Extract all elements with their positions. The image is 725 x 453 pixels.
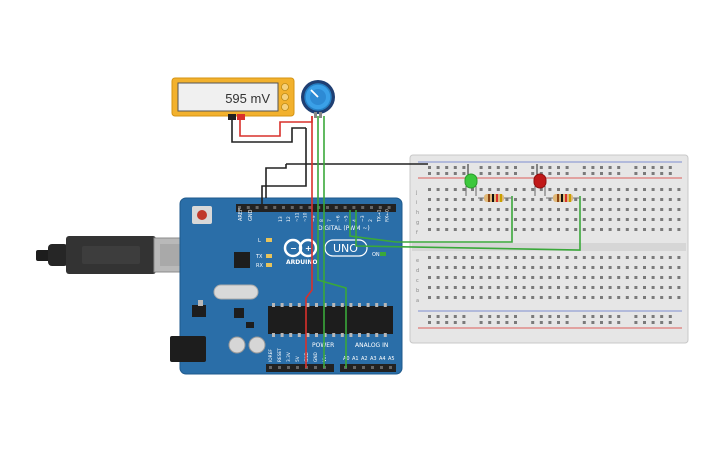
regulator xyxy=(192,305,206,317)
analog-pin-label: A1 xyxy=(352,356,359,362)
svg-text:a: a xyxy=(416,298,419,304)
gnd-label: GND xyxy=(248,209,254,221)
power-label: POWER xyxy=(312,342,334,349)
analog-header[interactable] xyxy=(340,364,396,372)
svg-text:g: g xyxy=(416,220,419,226)
power-header[interactable] xyxy=(266,364,334,372)
tx-led xyxy=(266,254,272,258)
wire-green-pot-a0 xyxy=(317,116,347,368)
uno-badge xyxy=(324,239,368,257)
reset-button-cap[interactable] xyxy=(197,210,207,220)
power-pin-label: 5V xyxy=(295,356,301,362)
l-led xyxy=(266,238,272,242)
svg-text:e: e xyxy=(416,258,419,264)
power-pin-label: RESET xyxy=(277,348,283,362)
power-jack[interactable] xyxy=(170,336,206,362)
usb-chip xyxy=(234,252,250,268)
power-pin-label: GND xyxy=(304,351,310,362)
wire-black-gnd xyxy=(231,118,306,143)
digital-pin-label: TX→1 xyxy=(376,209,382,223)
svg-text:i: i xyxy=(416,200,417,206)
svg-text:d: d xyxy=(416,268,419,274)
digital-pin-label: RX←0 xyxy=(385,209,391,222)
tx-label: TX xyxy=(255,254,263,260)
svg-text:h: h xyxy=(416,210,419,216)
digital-pin-label: ~9 xyxy=(311,215,317,222)
analog-pin-label: A2 xyxy=(361,356,368,362)
svg-text:j: j xyxy=(415,190,417,196)
crystal xyxy=(213,284,259,300)
rx-label: RX xyxy=(256,263,263,269)
l-led-label: L xyxy=(258,238,261,244)
arduino-brand-text: ARDUINO xyxy=(286,259,317,266)
analog-pin-label: A3 xyxy=(370,356,377,362)
atmega-chip xyxy=(268,306,393,334)
on-label: ON xyxy=(372,252,380,258)
wire-black-gnd-3 xyxy=(261,128,307,206)
multimeter-mode-buttons[interactable] xyxy=(281,83,289,111)
analog-label: ANALOG IN xyxy=(355,342,388,349)
digital-pin-label: ~3 xyxy=(360,215,366,222)
wire-green-led2 xyxy=(355,196,581,251)
digital-pin-label: 2 xyxy=(368,219,374,222)
rx-led xyxy=(266,263,272,267)
capacitor xyxy=(248,336,266,354)
analog-pin-label: A4 xyxy=(379,356,386,362)
multimeter[interactable]: 595 mV xyxy=(171,77,295,120)
digital-pin-label: 7 xyxy=(327,219,333,222)
wire-black-gnd-2 xyxy=(265,164,287,198)
svg-text:−: − xyxy=(290,244,297,253)
digital-pin-label: 12 xyxy=(286,216,292,222)
arduino-logo-icon: − + xyxy=(283,238,318,258)
uno-text: UNO xyxy=(333,242,358,255)
multimeter-reading: 595 mV xyxy=(225,91,270,106)
power-pin-label: GND xyxy=(313,351,319,362)
breadboard-row-labels: j i h g f e d c b a xyxy=(415,190,419,304)
digital-pin-label: ~10 xyxy=(303,212,309,222)
svg-text:c: c xyxy=(416,278,419,284)
svg-text:b: b xyxy=(416,288,419,294)
wire-green-led1 xyxy=(349,196,513,243)
multimeter-v-jack[interactable] xyxy=(237,114,245,120)
digital-pin-label: 8 xyxy=(319,219,325,222)
wires[interactable] xyxy=(231,116,581,368)
power-led xyxy=(380,252,386,256)
capacitor xyxy=(228,336,246,354)
resistor-2[interactable] xyxy=(546,194,580,202)
digital-pin-label: 13 xyxy=(278,216,284,222)
digital-label: DIGITAL (PWM ~) xyxy=(318,225,370,232)
aref-label: AREF xyxy=(238,208,244,221)
potentiometer[interactable] xyxy=(301,80,335,118)
power-pin-label: 3.3V xyxy=(286,352,292,362)
green-led[interactable] xyxy=(464,173,478,196)
analog-pin-label: A5 xyxy=(388,356,395,362)
power-pin-label: Vin xyxy=(322,355,328,362)
multimeter-com-jack[interactable] xyxy=(228,114,236,120)
resistor-1[interactable] xyxy=(478,194,512,202)
digital-pin-label: 4 xyxy=(352,219,358,222)
svg-text:+: + xyxy=(305,244,312,253)
digital-pin-label: ~6 xyxy=(335,215,341,222)
power-pin-label: IOREF xyxy=(268,349,274,362)
wire-red-probe xyxy=(239,116,313,137)
svg-text:f: f xyxy=(416,230,418,236)
digital-pin-label: ~5 xyxy=(344,215,350,222)
red-led[interactable] xyxy=(533,173,547,196)
digital-pin-label: ~11 xyxy=(294,212,300,222)
wire-red-5v xyxy=(305,116,313,368)
digital-header[interactable] xyxy=(236,204,396,212)
potentiometer-knob-indicator xyxy=(310,89,319,98)
